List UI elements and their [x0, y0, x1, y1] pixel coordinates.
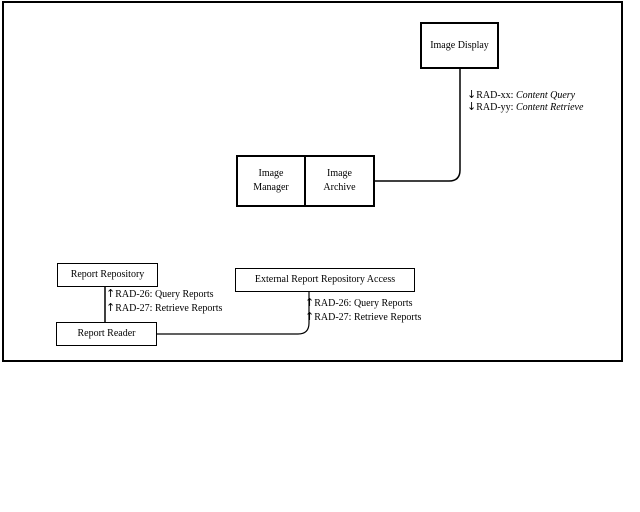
transaction-rad-27-external: ↑RAD-27: Retrieve Reports [305, 310, 422, 323]
up-arrow-icon: ↑ [305, 296, 315, 309]
transaction-rad-26-external: ↑RAD-26: Query Reports [305, 296, 413, 309]
report-reader-actor: Report Reader [56, 322, 157, 346]
image-display-actor: Image Display [420, 22, 499, 69]
transaction-rad-27-repository: ↑RAD-27: Retrieve Reports [106, 301, 223, 314]
transaction-rad-xx: ↓RAD-xx: Content Query [467, 88, 576, 101]
reader-external-connector [157, 292, 310, 335]
down-arrow-icon: ↓ [467, 100, 477, 113]
up-arrow-icon: ↑ [305, 310, 315, 323]
display-archive-connector [375, 69, 461, 182]
down-arrow-icon: ↓ [467, 88, 477, 101]
image-archive-actor: Image Archive [304, 155, 375, 207]
image-manager-actor: Image Manager [236, 155, 306, 207]
transaction-rad-yy: ↓RAD-yy: Content Retrieve [467, 100, 584, 113]
external-report-repository-access-actor: External Report Repository Access [235, 268, 415, 292]
report-repository-actor: Report Repository [57, 263, 158, 287]
up-arrow-icon: ↑ [106, 287, 116, 300]
up-arrow-icon: ↑ [106, 301, 116, 314]
transaction-rad-26-repository: ↑RAD-26: Query Reports [106, 287, 214, 300]
